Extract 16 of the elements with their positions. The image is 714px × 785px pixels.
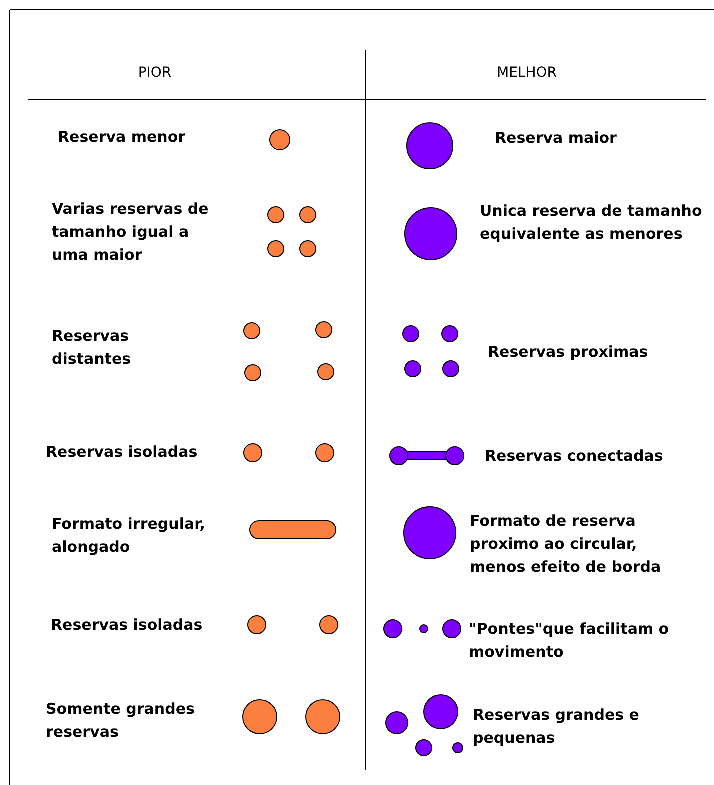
- row-label: Formato irregular, alongado: [52, 514, 206, 558]
- row-label: Reservas grandes e pequenas: [473, 705, 640, 749]
- row-label: "Pontes"que facilitam o movimento: [469, 619, 670, 663]
- row-label: Reservas isoladas: [46, 442, 198, 463]
- row-label: Reserva maior: [495, 128, 617, 149]
- row-label: Reserva menor: [58, 127, 186, 148]
- row-label: Reservas proximas: [488, 342, 648, 363]
- column-header: MELHOR: [496, 64, 558, 83]
- row-label: Unica reserva de tamanho equivalente as menores: [480, 201, 704, 245]
- row-label: Reservas conectadas: [485, 446, 664, 467]
- row-label: Formato de reserva proximo ao circular, menos efeito de borda: [470, 511, 662, 578]
- row-label: Reservas distantes: [52, 326, 132, 370]
- column-header: PIOR: [137, 64, 173, 83]
- row-label: Somente grandes reservas: [46, 699, 196, 743]
- row-label: Varias reservas de tamanho igual a uma maior: [52, 199, 210, 266]
- row-label: Reservas isoladas: [51, 615, 203, 636]
